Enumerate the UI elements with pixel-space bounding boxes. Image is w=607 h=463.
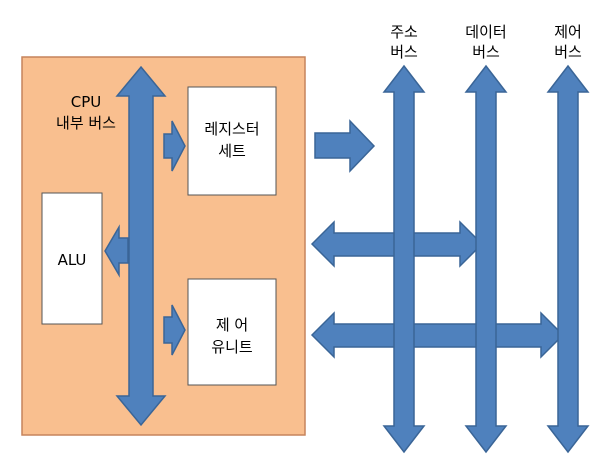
internal-bus-arrow	[115, 65, 167, 427]
register-set-box	[187, 86, 277, 196]
cpu-label-line1: CPU	[71, 93, 102, 111]
control-unit-label-line1: 제 어	[216, 316, 248, 334]
to-alu-arrow	[104, 224, 129, 278]
address-bus-label-line2: 버스	[390, 43, 418, 61]
control-bus-label-line1: 제어	[554, 23, 582, 41]
address-out-arrow	[314, 119, 376, 173]
register-set-label-line2: 세트	[218, 142, 246, 160]
control-bus-label-line2: 버스	[554, 43, 582, 61]
data-bus-arrow	[464, 64, 508, 454]
control-unit-box	[187, 278, 277, 386]
address-bus-label-line1: 주소	[390, 23, 418, 41]
alu-label: ALU	[58, 251, 87, 269]
cpu-label-line2: 내부 버스	[56, 114, 116, 132]
control-unit-label-line2: 유니트	[211, 338, 253, 356]
register-set-label-line1: 레지스터	[204, 120, 259, 138]
data-bus-label-line2: 버스	[472, 43, 500, 61]
alu-box	[41, 192, 103, 325]
to-control-arrow	[163, 304, 186, 356]
to-register-arrow	[163, 120, 186, 172]
control-bus-arrow	[546, 64, 590, 454]
data-bus-label-line1: 데이터	[465, 23, 506, 41]
control-bidirectional-arrow	[310, 311, 565, 359]
address-bus-arrow	[382, 64, 426, 454]
